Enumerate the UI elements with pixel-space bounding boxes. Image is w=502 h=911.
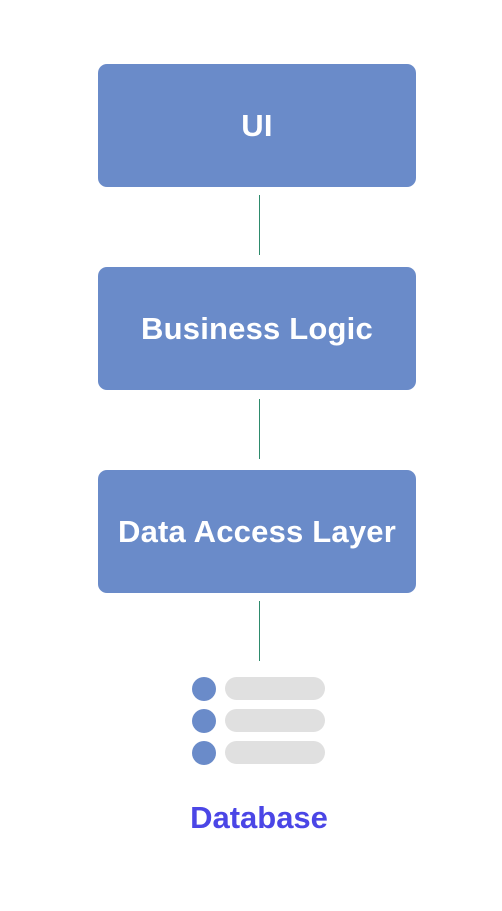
database-row-bar [225,741,325,764]
database-row [190,708,330,733]
database-label: Database [190,800,328,835]
database-list-icon [190,676,330,768]
data-access-layer-box: Data Access Layer [98,470,416,593]
data-access-layer-label: Data Access Layer [118,513,396,549]
database-row-dot [192,677,216,701]
database-row-dot [192,709,216,733]
connector-business-data [259,399,260,459]
ui-layer-box: UI [98,64,416,187]
business-logic-layer-box: Business Logic [98,267,416,390]
connector-ui-business [259,195,260,255]
database-row [190,676,330,701]
database-row-bar [225,677,325,700]
ui-layer-label: UI [241,107,273,143]
database-row-bar [225,709,325,732]
database-row-dot [192,741,216,765]
business-logic-layer-label: Business Logic [141,310,373,346]
connector-data-database [259,601,260,661]
database-row [190,740,330,765]
